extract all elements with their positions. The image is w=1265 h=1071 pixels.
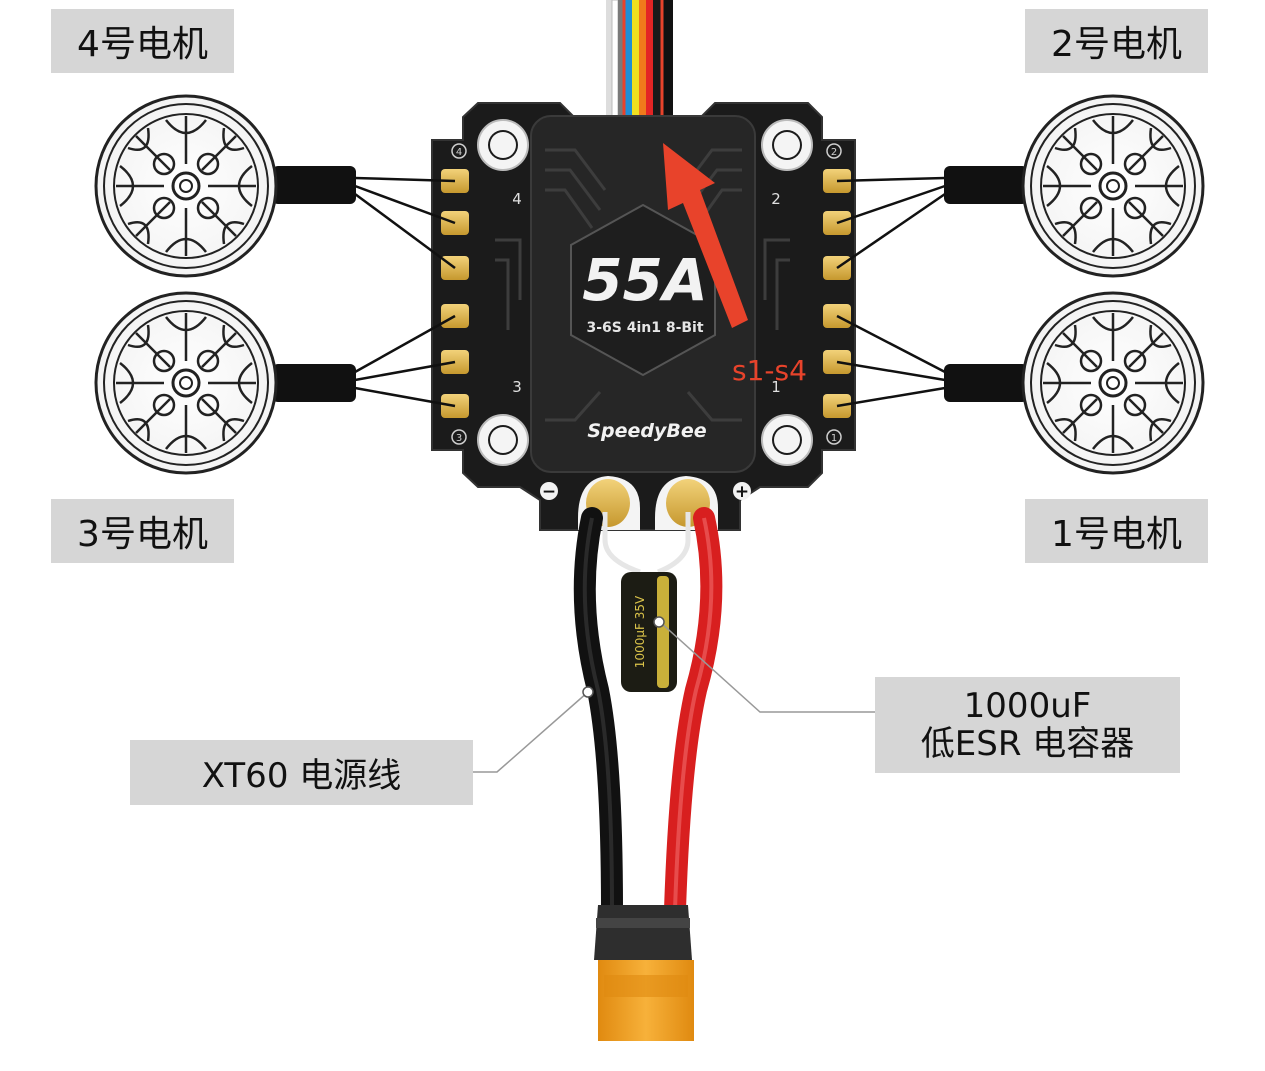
xt60-connector	[594, 905, 694, 1041]
capacitor-leads	[602, 512, 691, 575]
pad-num-1: 1	[831, 433, 837, 444]
motor-1	[1021, 291, 1205, 475]
motor-4-label: 4号电机	[51, 9, 234, 73]
pad-num-4: 4	[456, 147, 462, 158]
capacitor-label: 1000uF 低ESR 电容器	[875, 677, 1180, 773]
pad-num-2: 2	[831, 147, 837, 158]
esc-spec-text: 3-6S 4in1 8-Bit	[586, 320, 703, 336]
signal-arrow	[663, 143, 748, 328]
capacitor-label-line1: 1000uF	[963, 686, 1092, 726]
esc-corner-num-1: 1	[771, 378, 781, 396]
signal-cable	[606, 0, 673, 119]
motor-2-label: 2号电机	[1025, 9, 1208, 73]
esc-board: 4 2 3 1 4 2 3 1 55A 3-6S 4in1 8-Bit Spee…	[431, 102, 856, 531]
esc-corner-num-4: 4	[512, 190, 522, 208]
motor-wires	[354, 176, 946, 408]
brand-logo: SpeedyBee	[587, 420, 706, 442]
motor-1-label: 1号电机	[1025, 499, 1208, 563]
motor-2-label-text: 2号电机	[1051, 24, 1182, 65]
motor-3-label-text: 3号电机	[77, 514, 208, 555]
svg-text:1000µF 35V: 1000µF 35V	[633, 595, 647, 668]
motor-3	[94, 291, 278, 475]
motor-4	[94, 94, 278, 278]
signal-label: s1-s4	[732, 354, 807, 387]
esc-rating-text: 55A	[582, 246, 708, 314]
leader-lines	[473, 621, 875, 773]
capacitor: 1000µF 35V	[621, 572, 677, 692]
power-cable-label-text: XT60 电源线	[201, 756, 402, 796]
power-cable-label: XT60 电源线	[130, 740, 473, 805]
minus-mark: −	[542, 482, 556, 502]
motor-1-label-text: 1号电机	[1051, 514, 1182, 555]
esc-corner-num-2: 2	[771, 190, 781, 208]
motor-2	[1021, 94, 1205, 278]
motor-3-label: 3号电机	[51, 499, 234, 563]
motor-cable-sleeves	[272, 166, 1028, 402]
pad-num-3: 3	[456, 433, 462, 444]
capacitor-label-line2: 低ESR 电容器	[920, 724, 1135, 764]
plus-mark: +	[735, 482, 749, 502]
motor-4-label-text: 4号电机	[77, 24, 208, 65]
negative-wire	[573, 507, 623, 921]
esc-corner-num-3: 3	[512, 378, 522, 396]
